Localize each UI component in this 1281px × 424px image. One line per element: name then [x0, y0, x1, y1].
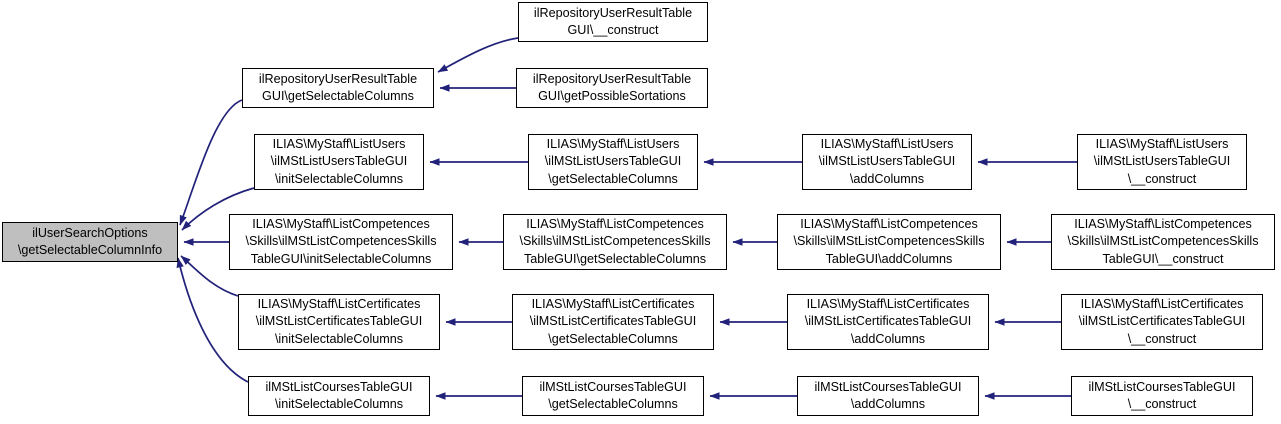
- graph-node-repo_getselectable[interactable]: ilRepositoryUserResultTable GUI\getSelec…: [242, 68, 434, 108]
- graph-node-comp_get[interactable]: ILIAS\MyStaff\ListCompetences \Skills\il…: [503, 214, 727, 270]
- graph-node-courses_add[interactable]: ilMStListCoursesTableGUI \addColumns: [797, 376, 979, 416]
- graph-node-users_get[interactable]: ILIAS\MyStaff\ListUsers \ilMStListUsersT…: [528, 134, 698, 190]
- graph-node-cert_add[interactable]: ILIAS\MyStaff\ListCertificates \ilMStLis…: [787, 294, 989, 350]
- graph-node-repo_getpossible[interactable]: ilRepositoryUserResultTable GUI\getPossi…: [516, 68, 708, 108]
- graph-node-users_init[interactable]: ILIAS\MyStaff\ListUsers \ilMStListUsersT…: [254, 134, 424, 190]
- graph-node-root[interactable]: ilUserSearchOptions \getSelectableColumn…: [2, 222, 178, 262]
- graph-edge: [437, 37, 519, 73]
- graph-node-comp_construct[interactable]: ILIAS\MyStaff\ListCompetences \Skills\il…: [1051, 214, 1275, 270]
- graph-node-cert_construct[interactable]: ILIAS\MyStaff\ListCertificates \ilMStLis…: [1061, 294, 1263, 350]
- graph-node-cert_get[interactable]: ILIAS\MyStaff\ListCertificates \ilMStLis…: [512, 294, 714, 350]
- graph-node-courses_construct[interactable]: ilMStListCoursesTableGUI \__construct: [1071, 376, 1253, 416]
- graph-edge: [179, 99, 243, 226]
- graph-node-courses_get[interactable]: ilMStListCoursesTableGUI \getSelectableC…: [522, 376, 704, 416]
- graph-node-users_construct[interactable]: ILIAS\MyStaff\ListUsers \ilMStListUsersT…: [1077, 134, 1247, 190]
- graph-node-courses_init[interactable]: ilMStListCoursesTableGUI \initSelectable…: [248, 376, 430, 416]
- graph-node-comp_add[interactable]: ILIAS\MyStaff\ListCompetences \Skills\il…: [777, 214, 1001, 270]
- graph-node-repo_construct[interactable]: ilRepositoryUserResultTable GUI\__constr…: [518, 2, 708, 42]
- graph-node-cert_init[interactable]: ILIAS\MyStaff\ListCertificates \ilMStLis…: [238, 294, 440, 350]
- graph-node-users_add[interactable]: ILIAS\MyStaff\ListUsers \ilMStListUsersT…: [802, 134, 972, 190]
- graph-node-comp_init[interactable]: ILIAS\MyStaff\ListCompetences \Skills\il…: [229, 214, 453, 270]
